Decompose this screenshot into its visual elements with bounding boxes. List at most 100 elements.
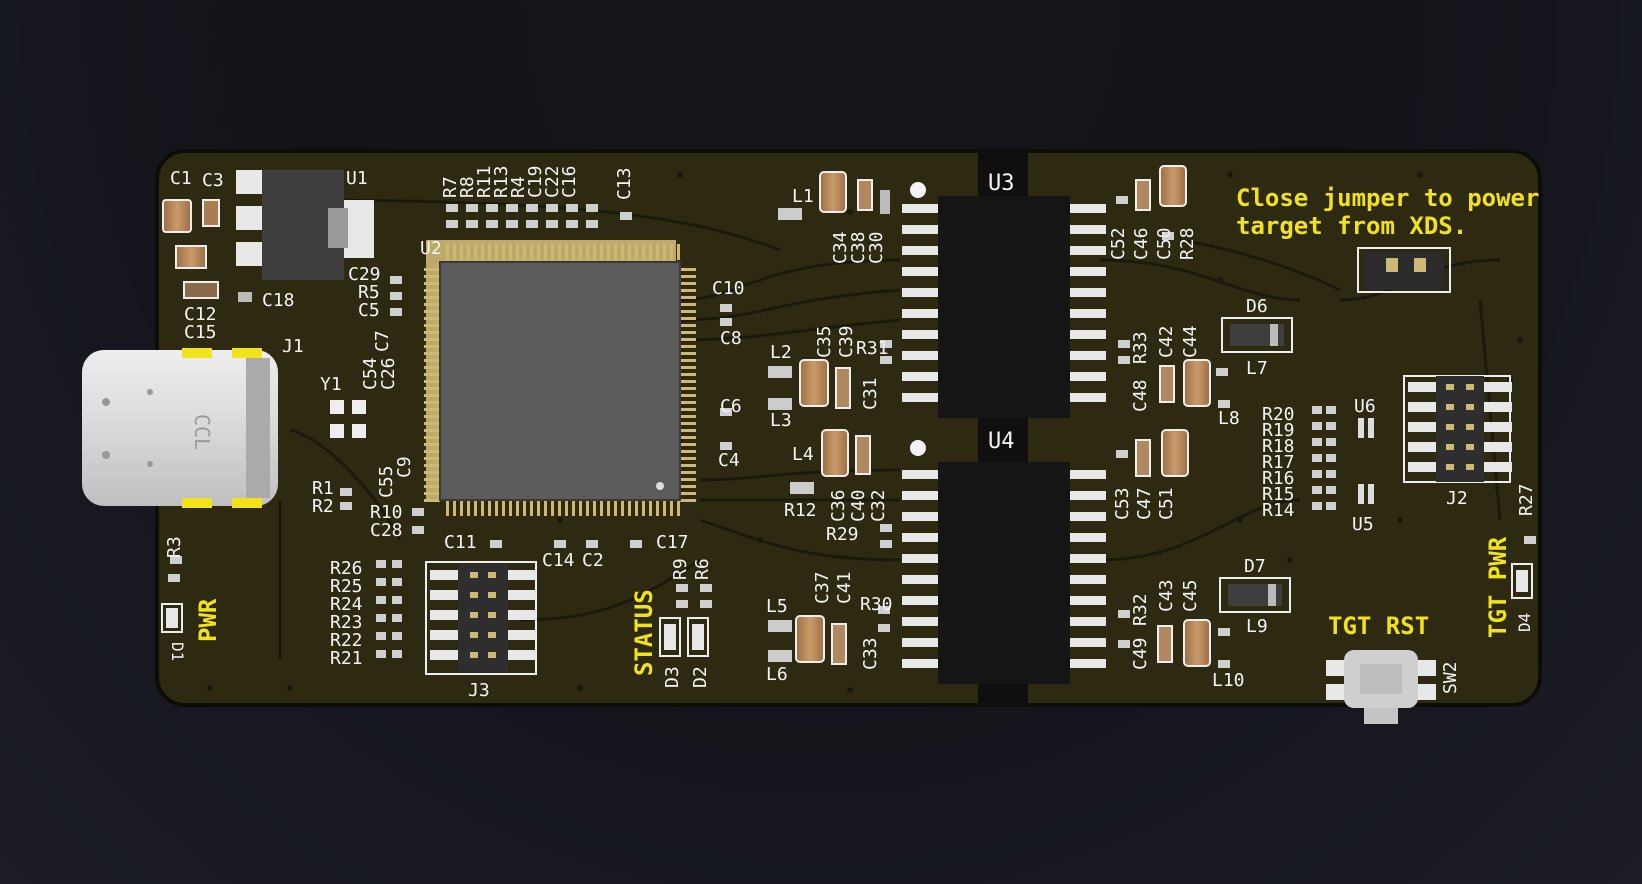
ic-pin [1070, 246, 1106, 255]
smd-chip [880, 540, 892, 548]
header-pin [1408, 462, 1436, 472]
mcu-pin [572, 500, 575, 516]
mcu-pin [680, 289, 696, 292]
header-pin [1466, 384, 1474, 390]
smd-chip [1162, 232, 1174, 240]
mcu-pin [628, 244, 631, 260]
mcu-pin [680, 268, 696, 271]
header-pin [1446, 384, 1454, 390]
c11-label: C11 [444, 532, 477, 553]
silk-label: R15 [1262, 484, 1295, 505]
mcu-pin [551, 244, 554, 260]
c55-label: C55 [376, 465, 397, 498]
power-jumper[interactable] [1357, 247, 1451, 293]
smd-chip [340, 488, 352, 496]
mcu-pin [586, 500, 589, 516]
ic-pin [902, 638, 938, 647]
usb-c-connector[interactable] [82, 348, 278, 508]
mcu-pin [680, 282, 696, 285]
header-pin [1484, 422, 1512, 432]
r10-label: R10 [370, 502, 403, 523]
c12-label: C12 [184, 304, 217, 325]
r33-label: R33 [1130, 331, 1151, 364]
mcu-pin [495, 244, 498, 260]
mcu-pin [621, 244, 624, 260]
d2-label: D2 [690, 666, 711, 688]
resistor [1312, 438, 1322, 446]
header-pin [1446, 424, 1454, 430]
mcu-pin [565, 244, 568, 260]
smd-chip [1118, 610, 1130, 618]
ic-pin [1070, 351, 1106, 360]
note-line1: Close jumper to power [1236, 184, 1539, 212]
header-pin [430, 570, 458, 580]
header-pin [488, 592, 496, 598]
mcu-pin [453, 244, 456, 260]
header-pin [1484, 462, 1512, 472]
mcu-pin [680, 408, 696, 411]
c10-label: C10 [712, 278, 745, 299]
d3-label: D3 [662, 666, 683, 688]
mcu-pin [424, 331, 440, 334]
smd-chip [630, 540, 642, 548]
mcu-pin [642, 500, 645, 516]
mcu-pin [680, 352, 696, 355]
mcu-pin [680, 450, 696, 453]
ic-pin [1070, 288, 1106, 297]
l4-label: L4 [792, 444, 814, 465]
r9-label: R9 [670, 558, 691, 580]
mcu-pin [680, 429, 696, 432]
r29-label: R29 [826, 524, 859, 545]
silk-label: C39 [836, 325, 857, 358]
mcu-pin [488, 244, 491, 260]
silk-label: C41 [834, 571, 855, 604]
resistor [1312, 454, 1322, 462]
mcu-pin [593, 500, 596, 516]
u4-ic [902, 440, 1106, 684]
silk-label: R20 [1262, 404, 1295, 425]
silk-label: R28 [1177, 227, 1198, 260]
silk-label: R8 [457, 176, 478, 198]
resistor-array-right [1312, 406, 1336, 510]
mcu-pin [424, 275, 440, 278]
mcu-pin [523, 244, 526, 260]
mcu-pin [424, 408, 440, 411]
c26-label: C26 [378, 357, 399, 390]
silk-label: C38 [848, 231, 869, 264]
smd-chip [720, 442, 732, 450]
mcu-pin [530, 244, 533, 260]
smd-chip [880, 356, 892, 364]
mcu-pin [481, 500, 484, 516]
resistor [392, 578, 402, 586]
silk-label: R14 [1262, 500, 1295, 521]
smd-chip [506, 204, 518, 212]
mcu-pin [424, 464, 440, 467]
mcu-pin [680, 275, 696, 278]
silk-label: C47 [1134, 487, 1155, 520]
ic-pin [902, 575, 938, 584]
u4-label: U4 [988, 429, 1015, 454]
mcu-pin [424, 443, 440, 446]
ic-pin [902, 330, 938, 339]
ic-pin [902, 617, 938, 626]
mcu-pin [424, 492, 440, 495]
mcu-pin [680, 359, 696, 362]
mcu-pin [663, 244, 666, 260]
ic-pin [902, 204, 938, 213]
mcu-pin [530, 500, 533, 516]
mcu-pin [474, 244, 477, 260]
diode-d7 [1219, 577, 1291, 613]
ic-pin [1070, 393, 1106, 402]
header-pin [430, 590, 458, 600]
mcu-pin [424, 282, 440, 285]
l2-label: L2 [770, 342, 792, 363]
tgt-rst-button[interactable] [1326, 650, 1436, 724]
mcu-pin [502, 244, 505, 260]
mcu-pin [537, 244, 540, 260]
mcu-pin [424, 429, 440, 432]
c9-label: C9 [394, 456, 415, 478]
mcu-pin [467, 500, 470, 516]
